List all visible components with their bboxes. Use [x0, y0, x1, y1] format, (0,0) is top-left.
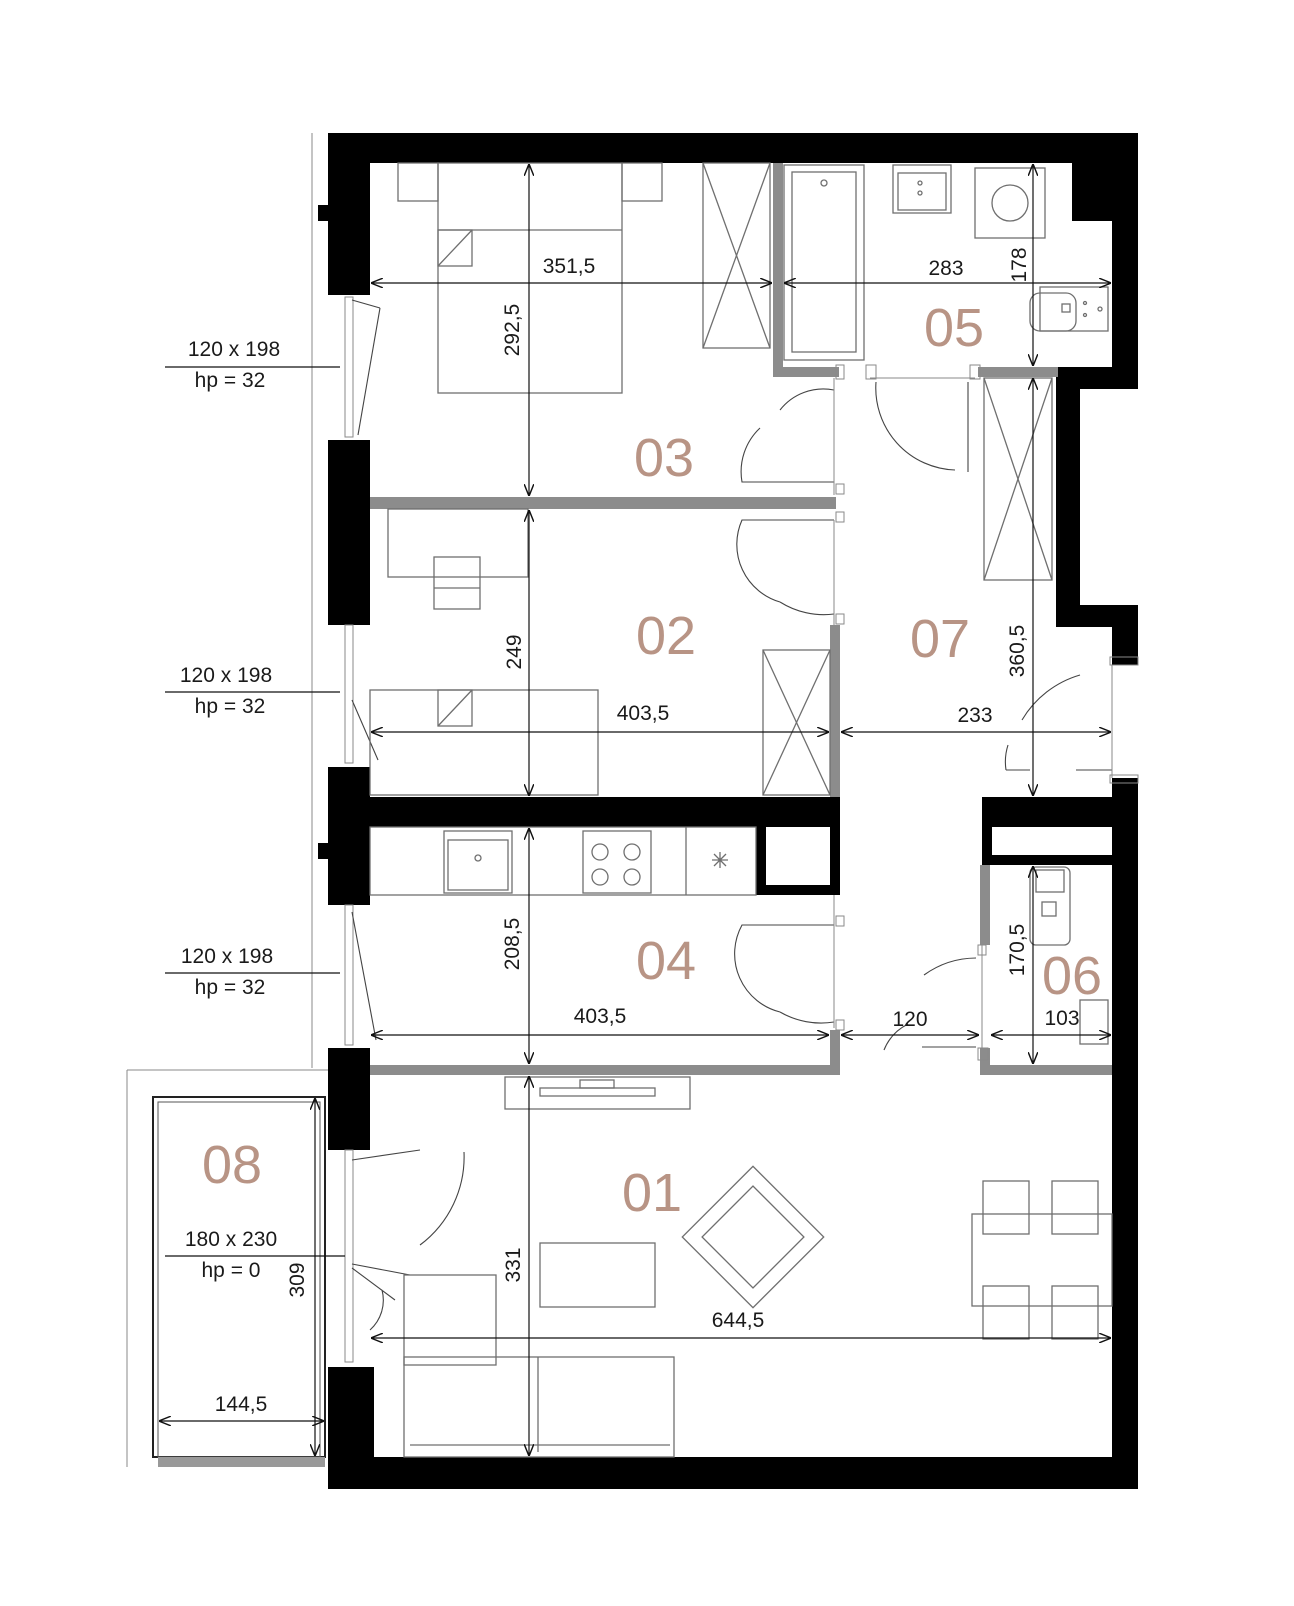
room-label-07: 07 [910, 609, 970, 669]
room-labels: 03 05 02 07 04 06 01 08 [202, 298, 1102, 1223]
window-labels: 120 x 198 hp = 32 120 x 198 hp = 32 120 … [180, 338, 280, 1282]
dim-hall-width: 120 [892, 1008, 927, 1031]
room-label-01: 01 [622, 1163, 682, 1223]
partition-walls [370, 163, 1112, 1075]
window-2-size: 120 x 198 [180, 664, 272, 687]
desk-02 [369, 508, 831, 796]
bed [397, 162, 663, 394]
dimension-labels: 351,5 292,5 283 178 249 403,5 233 360,5 … [215, 247, 1080, 1416]
window-1-sill: hp = 32 [195, 369, 266, 392]
window-3-size: 120 x 198 [181, 945, 273, 968]
dim-room07-width: 233 [957, 704, 992, 727]
dim-room02-height: 249 [503, 634, 526, 669]
dim-room02-width: 403,5 [617, 702, 670, 725]
dim-room03-width: 351,5 [543, 255, 596, 278]
balcony [152, 1096, 326, 1467]
dim-room06-width: 103 [1044, 1007, 1079, 1030]
outer-lines [126, 133, 328, 1467]
dim-room08-width: 144,5 [215, 1393, 268, 1416]
window-1-size: 120 x 198 [188, 338, 280, 361]
window-3-sill: hp = 32 [195, 976, 266, 999]
dim-room07-height: 360,5 [1006, 625, 1029, 678]
kitchen [369, 826, 757, 896]
window-leaders [165, 366, 345, 1257]
room-label-06: 06 [1042, 946, 1102, 1006]
room-label-02: 02 [636, 606, 696, 666]
dim-room01-width: 644,5 [712, 1309, 765, 1332]
dim-room05-width: 283 [928, 257, 963, 280]
dim-room03-height: 292,5 [501, 304, 524, 357]
dimension-lines [160, 165, 1110, 1455]
window-4-sill: hp = 0 [202, 1259, 261, 1282]
dim-room05-height: 178 [1008, 247, 1031, 282]
room-label-05: 05 [924, 298, 984, 358]
dim-room06-height: 170,5 [1006, 924, 1029, 977]
wardrobe-03 [702, 162, 771, 349]
dim-room01-height: 331 [502, 1247, 525, 1282]
room-label-03: 03 [634, 428, 694, 488]
room-label-08: 08 [202, 1135, 262, 1195]
dim-room04-height: 208,5 [501, 918, 524, 971]
window-4-size: 180 x 230 [185, 1228, 277, 1251]
exterior-walls [318, 133, 1138, 1489]
window-2-sill: hp = 32 [195, 695, 266, 718]
wardrobe-07 [983, 377, 1053, 581]
living-furniture [403, 1076, 1113, 1458]
room-label-04: 04 [636, 931, 696, 991]
windows [344, 296, 465, 1363]
doors [734, 364, 1139, 1061]
dim-room08-height: 309 [286, 1262, 309, 1297]
dim-room04-width: 403,5 [574, 1005, 627, 1028]
